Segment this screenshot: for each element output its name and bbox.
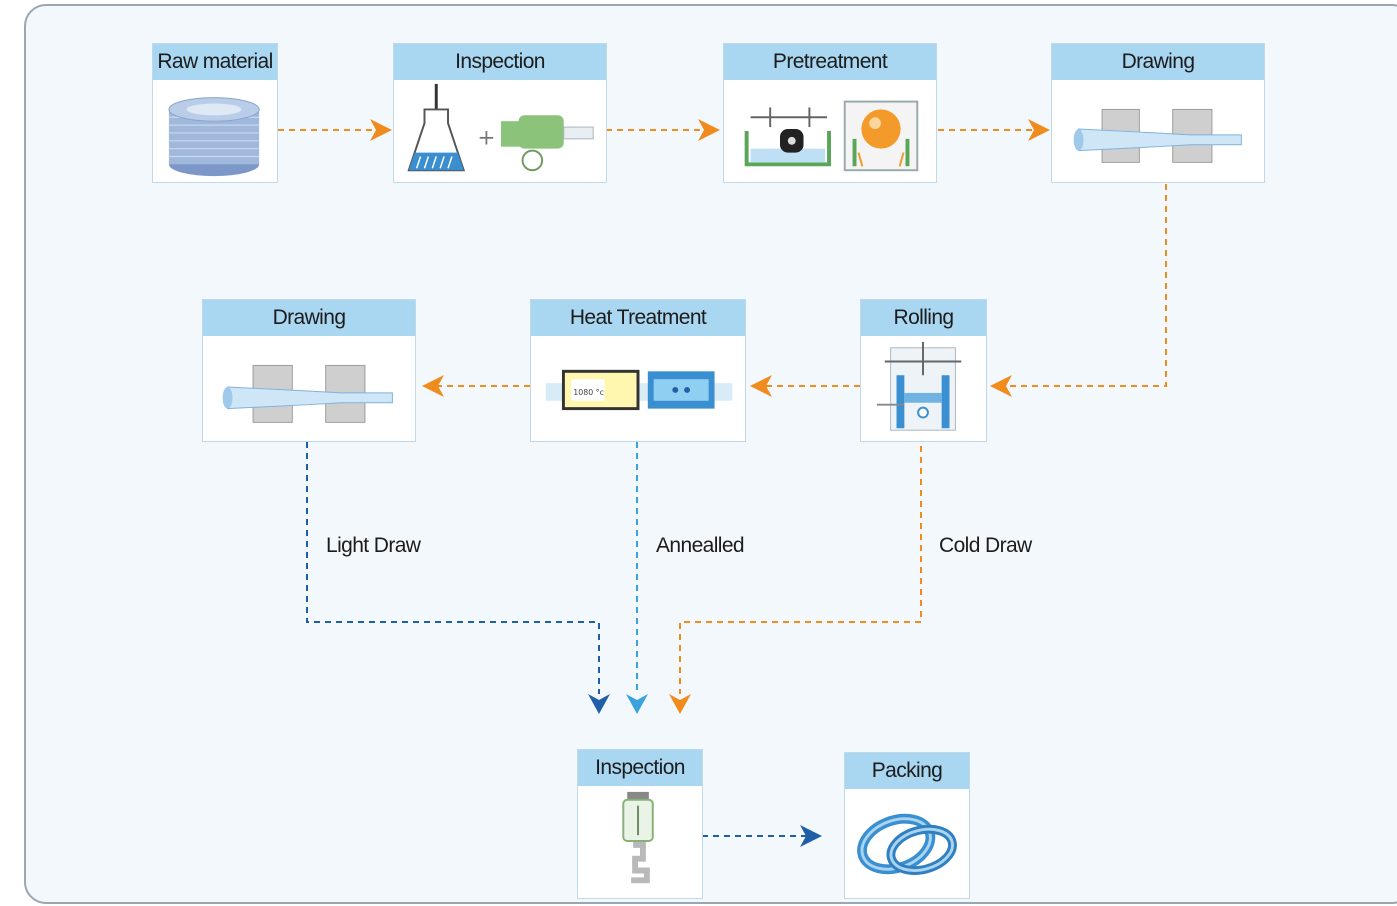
node-title: Raw material bbox=[153, 44, 277, 80]
arrow-raw-to-inspection bbox=[278, 119, 392, 141]
arrow-inspection-to-pretreatment bbox=[606, 119, 720, 141]
edge-label-light-draw: Light Draw bbox=[326, 534, 421, 557]
node-drawing-1: Drawing bbox=[1051, 43, 1265, 183]
arrow-annealled bbox=[626, 442, 648, 714]
arrow-drawing-to-rolling bbox=[990, 184, 1167, 397]
node-title: Drawing bbox=[203, 300, 415, 336]
node-title: Inspection bbox=[578, 750, 702, 786]
node-title: Heat Treatment bbox=[531, 300, 745, 336]
svg-text:+: + bbox=[477, 126, 495, 151]
node-title: Rolling bbox=[861, 300, 986, 336]
edge-label-cold-draw: Cold Draw bbox=[939, 534, 1032, 557]
arrow-heat-treatment-to-drawing bbox=[422, 375, 530, 397]
tensile-tester-icon bbox=[622, 791, 654, 884]
furnace-temperature: 1080 °c bbox=[573, 388, 604, 397]
wire-drawing-die-icon bbox=[1073, 108, 1242, 163]
node-drawing-2: Drawing bbox=[202, 299, 416, 442]
node-pretreatment: Pretreatment bbox=[723, 43, 937, 183]
arrow-rolling-to-heat-treatment bbox=[750, 375, 860, 397]
wire-coil-icon bbox=[168, 97, 260, 177]
diagram-panel: Raw material Inspection bbox=[24, 4, 1397, 904]
arrow-pretreatment-to-drawing bbox=[938, 119, 1050, 141]
connectors-layer bbox=[278, 119, 1167, 847]
pretreatment-tank-icon bbox=[744, 100, 919, 172]
lab-flask-and-valve-icon: + bbox=[407, 83, 594, 172]
furnace-and-bath-icon: 1080 °c bbox=[545, 369, 733, 411]
coiled-wire-icon bbox=[857, 813, 957, 875]
node-title: Inspection bbox=[394, 44, 606, 80]
node-inspection-1: Inspection + bbox=[393, 43, 607, 183]
node-rolling: Rolling bbox=[860, 299, 987, 442]
node-heat-treatment: Heat Treatment 1080 °c bbox=[530, 299, 746, 442]
arrow-inspection-to-packing bbox=[702, 825, 822, 847]
edge-label-annealled: Annealled bbox=[656, 534, 745, 557]
node-inspection-2: Inspection bbox=[577, 749, 703, 899]
node-raw-material: Raw material bbox=[152, 43, 278, 183]
arrow-light-draw bbox=[306, 442, 610, 714]
rolling-mill-icon bbox=[876, 341, 962, 431]
arrow-cold-draw bbox=[669, 446, 922, 714]
node-packing: Packing bbox=[844, 752, 970, 899]
node-title: Packing bbox=[845, 753, 969, 789]
node-title: Drawing bbox=[1052, 44, 1264, 80]
node-title: Pretreatment bbox=[724, 44, 936, 80]
wire-drawing-die-icon bbox=[222, 364, 393, 423]
